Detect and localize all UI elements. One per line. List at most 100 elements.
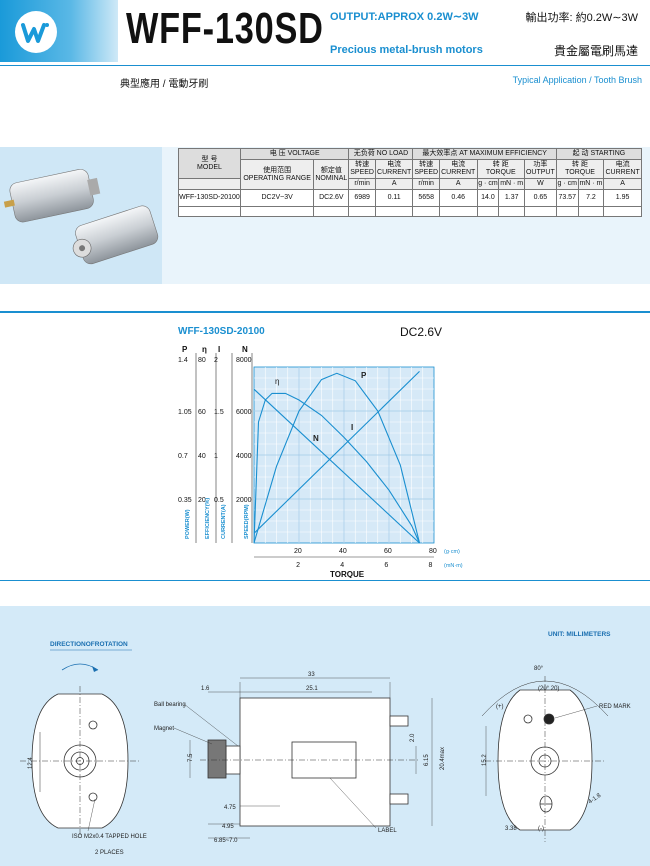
label-label: LABEL bbox=[378, 828, 397, 834]
dim-33: 33 bbox=[308, 672, 315, 678]
axis-top-tick: 8000 bbox=[236, 357, 252, 364]
x-tick-gcm: 20 bbox=[294, 548, 302, 555]
axis-top-tick: 80 bbox=[198, 357, 206, 364]
axis-name: CURRENT(A) bbox=[221, 504, 227, 539]
axis-tick-label: 0.5 bbox=[214, 497, 224, 504]
axis-name: SPEED(RPM) bbox=[244, 504, 250, 539]
unit-cell: mN · m bbox=[498, 178, 525, 191]
axis-name: POWER(W) bbox=[185, 509, 191, 539]
series-name-cn: 貴金屬電刷馬達 bbox=[553, 44, 638, 58]
series-name-en: Precious metal-brush motors bbox=[330, 44, 483, 56]
brand-logo-icon bbox=[15, 11, 57, 53]
axis-tick-label: 2000 bbox=[236, 497, 252, 504]
dim-80deg: 80° bbox=[534, 666, 544, 672]
rear-view bbox=[481, 676, 609, 842]
dim-4-95: 4.95 bbox=[222, 824, 234, 830]
axis-top-tick: 1.4 bbox=[178, 357, 188, 364]
model-unit-cell bbox=[178, 178, 241, 191]
axis-tick-label: 0.35 bbox=[178, 497, 192, 504]
table-cell: DC2V~3V bbox=[239, 189, 315, 208]
performance-chart: ηPNIPηIN1.480280001.05601.560000.7401400… bbox=[178, 345, 463, 578]
dim-25-1: 25.1 bbox=[306, 686, 318, 692]
series-line-I bbox=[253, 371, 420, 534]
ball-bearing-label: Ball bearing bbox=[154, 702, 186, 708]
table-cell: 73.57 bbox=[555, 189, 579, 208]
unit-cell: r/min bbox=[348, 178, 376, 191]
axis-tick-label: 0.7 bbox=[178, 453, 188, 460]
front-view bbox=[20, 686, 140, 836]
table-cell: 0.11 bbox=[374, 189, 414, 208]
dim-12-4: 12.4 bbox=[28, 757, 34, 769]
table-cell: WFF-130SD-20100 bbox=[178, 189, 241, 208]
dim-4-75: 4.75 bbox=[224, 805, 236, 811]
table-cell: 5658 bbox=[412, 189, 440, 208]
series-line-P bbox=[253, 372, 421, 544]
x-tick-mnm: 6 bbox=[384, 562, 388, 569]
table-cell: 1.37 bbox=[498, 189, 525, 208]
x-axis-title: TORQUE bbox=[330, 570, 365, 578]
curve-label-n: N bbox=[313, 434, 319, 443]
x-tick-mnm: 8 bbox=[428, 562, 432, 569]
magnet-label: Magnet bbox=[154, 726, 174, 732]
x-tick-mnm: 2 bbox=[296, 562, 300, 569]
maxeff-header: 最大效率点 AT MAXIMUM EFFICIENCY bbox=[412, 147, 557, 161]
x-unit-mnm: (mN·m) bbox=[444, 563, 463, 569]
axis-tick-label: 20 bbox=[198, 497, 206, 504]
curve-label-eff: η bbox=[275, 377, 279, 386]
dim-6-85: 6.85~7.0 bbox=[214, 838, 238, 844]
section-divider bbox=[0, 580, 650, 581]
dim-6-15: 6.15 bbox=[424, 754, 430, 766]
table-row: WFF-130SD-20100 DC2V~3V DC2.6V 6989 0.11… bbox=[178, 189, 642, 208]
dim-20deg: (20° 20) bbox=[538, 686, 559, 692]
unit-cell: g · cm bbox=[476, 178, 500, 191]
series-line-N bbox=[253, 388, 420, 544]
axis-tick-label: 1.05 bbox=[178, 409, 192, 416]
axis-header: η bbox=[202, 345, 207, 354]
starting-header: 起 动 STARTING bbox=[555, 147, 643, 161]
table-cell: 1.95 bbox=[603, 189, 642, 208]
table-cell: 14.0 bbox=[476, 189, 500, 208]
unit-cell: g · cm bbox=[555, 178, 579, 191]
places-label: 2 PLACES bbox=[95, 850, 124, 856]
curve-label-i: I bbox=[351, 423, 353, 432]
axis-tick-label: 1.5 bbox=[214, 409, 224, 416]
motor-photo bbox=[3, 168, 159, 265]
x-tick-gcm: 60 bbox=[384, 548, 392, 555]
page-title: WFF-130SD bbox=[126, 4, 324, 53]
header-divider bbox=[0, 65, 650, 66]
dim-20-4: 20.4max bbox=[440, 747, 446, 770]
axis-tick-label: 40 bbox=[198, 453, 206, 460]
axis-name: EFFICIENCY(%) bbox=[205, 498, 211, 539]
dim-3-38: 3.38 bbox=[505, 826, 517, 832]
voltage-header: 电 压 VOLTAGE bbox=[239, 147, 350, 161]
motor-photo-panel bbox=[0, 147, 162, 284]
table-cell: 0.65 bbox=[523, 189, 557, 208]
x-tick-gcm: 80 bbox=[429, 548, 437, 555]
unit-cell: r/min bbox=[412, 178, 440, 191]
minus-terminal-label: (-) bbox=[538, 826, 544, 832]
dim-15-2: 15.2 bbox=[482, 754, 488, 766]
direction-label: DIRECTIONOFROTATION bbox=[50, 641, 128, 648]
unit-cell: A bbox=[603, 178, 642, 191]
application-en: Typical Application / Tooth Brush bbox=[512, 75, 642, 85]
plus-terminal-label: (+) bbox=[496, 704, 504, 710]
dim-4-1-8: 4-1.8 bbox=[588, 792, 603, 805]
dim-2-0: 2.0 bbox=[410, 733, 416, 742]
unit-cell: A bbox=[374, 178, 414, 191]
table-cell: 7.2 bbox=[577, 189, 605, 208]
x-unit-gcm: (g·cm) bbox=[444, 549, 460, 555]
axis-tick-label: 4000 bbox=[236, 453, 252, 460]
curve-label-p: P bbox=[361, 371, 367, 380]
output-range-cn: 輸出功率: 約0.2W∼3W bbox=[525, 12, 638, 24]
unit-cell: mN · m bbox=[577, 178, 605, 191]
chart-subtitle: DC2.6V bbox=[400, 325, 443, 339]
axis-header: I bbox=[218, 345, 220, 354]
